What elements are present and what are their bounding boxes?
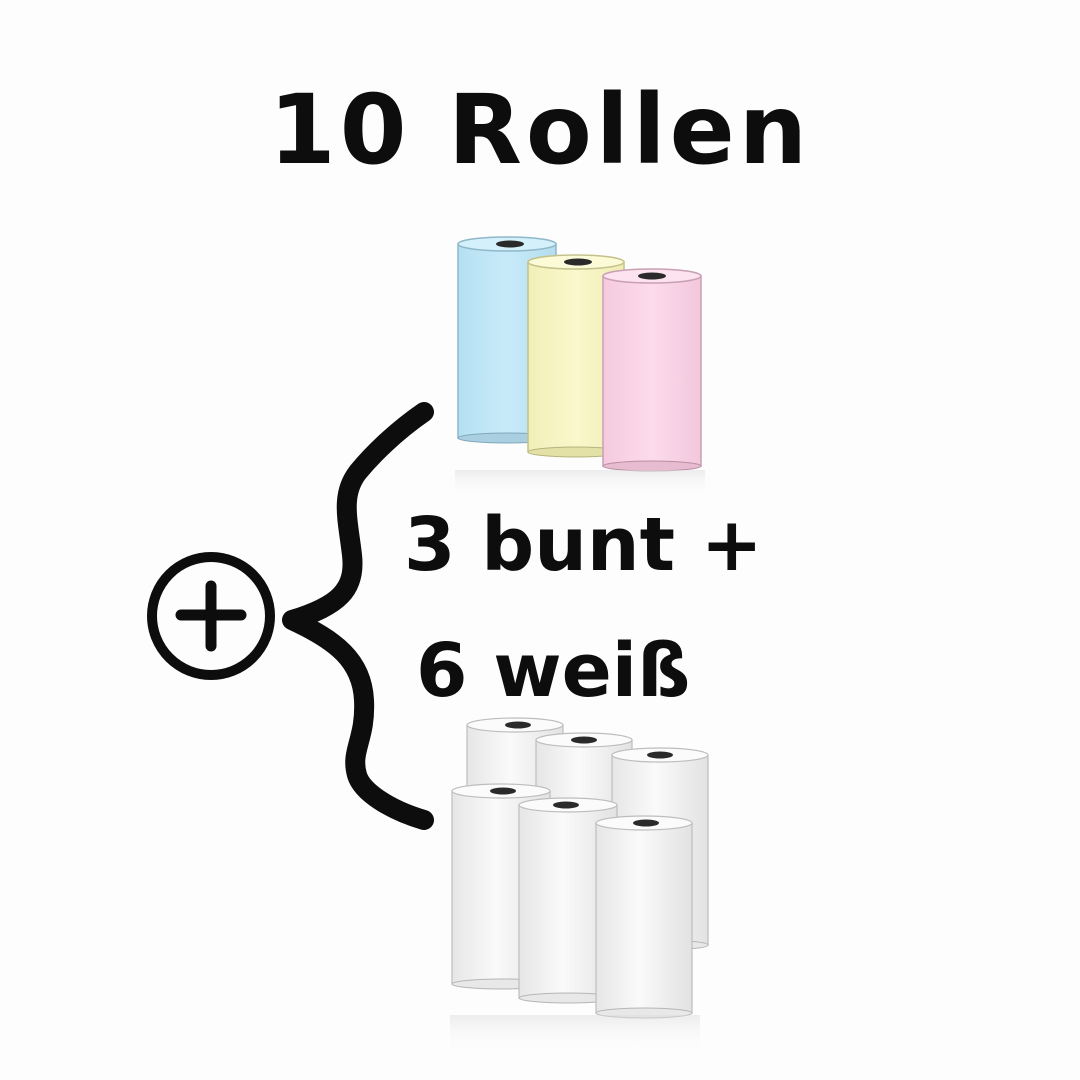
reflection xyxy=(455,470,705,500)
white-rolls xyxy=(450,717,709,1055)
page-title: 10 Rollen xyxy=(268,74,812,186)
colored-rolls xyxy=(455,236,705,500)
plus-circle-icon xyxy=(147,552,275,680)
reflection xyxy=(450,1015,700,1055)
curly-brace-icon xyxy=(282,402,434,830)
white-rolls-count: 6 weiß xyxy=(416,628,691,714)
roll-pink xyxy=(602,268,702,472)
colored-rolls-count: 3 bunt + xyxy=(404,502,763,588)
roll-white-6 xyxy=(595,815,693,1019)
